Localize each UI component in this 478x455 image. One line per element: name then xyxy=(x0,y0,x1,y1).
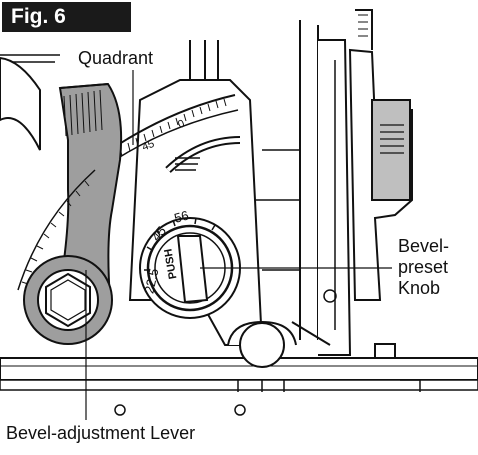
bevel-adjustment-lever-label: Bevel-adjustment Lever xyxy=(6,423,196,443)
handle xyxy=(348,9,413,301)
bevel-preset-knob[interactable] xyxy=(139,217,241,319)
knob-button-text: PUSH xyxy=(162,248,179,280)
knob-mark-22-5: 22.5 xyxy=(141,267,161,295)
rails xyxy=(0,40,219,80)
bevel-preset-knob-label-line3: Knob xyxy=(398,278,441,298)
pivot-boss xyxy=(227,289,337,368)
bevel-preset-knob-label-line1: Bevel- xyxy=(398,236,450,256)
base-plate xyxy=(0,343,478,416)
knob-mark-56: 56 xyxy=(172,208,190,226)
quadrant-label: Quadrant xyxy=(78,48,154,68)
quadrant xyxy=(109,94,241,173)
bevel-preset-knob-label: Bevel- preset Knob xyxy=(398,236,449,299)
figure-badge: Fig. 6 xyxy=(2,2,131,32)
lever-pivot-nut xyxy=(23,255,113,345)
bevel-preset-knob-label-line2: preset xyxy=(398,257,449,277)
lever-scale xyxy=(17,169,96,291)
quadrant-mark-0: 0 xyxy=(176,118,186,131)
quadrant-mark-45: 45 xyxy=(140,138,156,154)
